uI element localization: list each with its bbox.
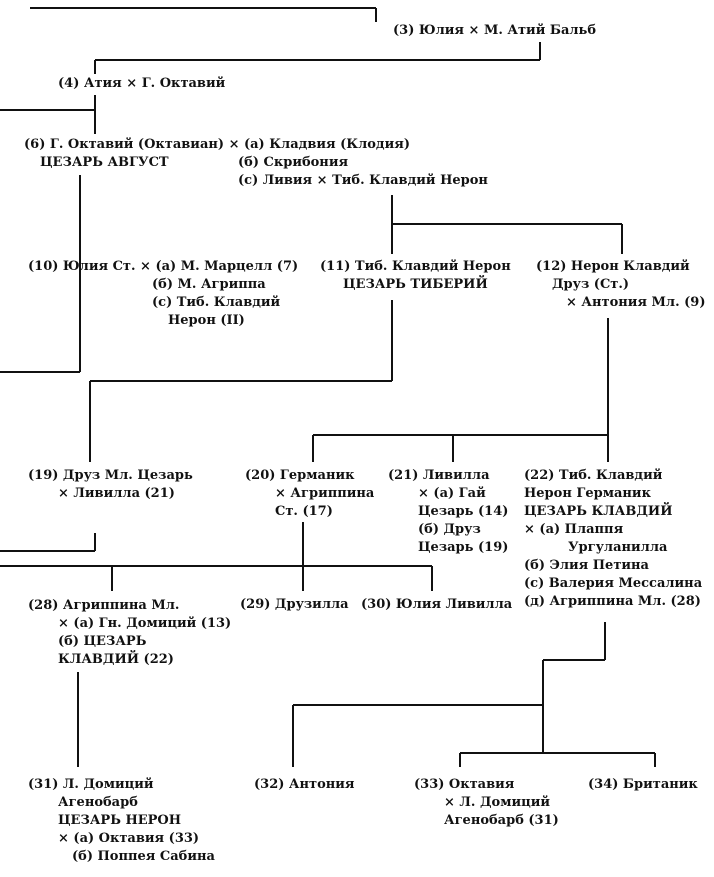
node-line: × Антония Мл. (9) xyxy=(566,295,706,310)
node-line: (31) Л. Домиций xyxy=(28,777,154,792)
node-line: (б) Друз xyxy=(418,522,481,537)
node-line: Нерон (II) xyxy=(168,313,245,328)
node-line: (12) Нерон Клавдий xyxy=(536,259,690,274)
node-line: (28) Агриппина Мл. xyxy=(28,598,180,613)
node-line: (с) Тиб. Клавдий xyxy=(152,295,281,310)
node-line: (6) Г. Октавий (Октавиан) × (а) Кладвия … xyxy=(24,137,410,152)
node-line: ЦЕЗАРЬ ТИБЕРИЙ xyxy=(342,277,488,292)
person-33-octavia: (33) Октавия × Л. Домиций Агенобарб (31) xyxy=(414,776,559,830)
person-32-antonia: (32) Антония xyxy=(254,776,355,794)
node-line: (б) М. Агриппа xyxy=(152,277,266,292)
node-line: Ст. (17) xyxy=(275,504,333,519)
node-line: × (а) Октавия (33) xyxy=(58,831,200,846)
node-line: × Агриппина xyxy=(275,486,375,501)
person-31-nero: (31) Л. Домиций Агенобарб ЦЕЗАРЬ НЕРОН ×… xyxy=(28,776,215,866)
person-28-agrippina-younger: (28) Агриппина Мл. × (а) Гн. Домиций (13… xyxy=(28,597,231,669)
node-line: Агенобарб xyxy=(58,795,138,810)
node-line: ЦЕЗАРЬ НЕРОН xyxy=(58,813,182,828)
node-line: (33) Октавия xyxy=(414,777,515,792)
node-line: (34) Британик xyxy=(588,777,698,792)
person-22-claudius: (22) Тиб. Клавдий Нерон Германик ЦЕЗАРЬ … xyxy=(524,467,702,611)
node-line: (30) Юлия Ливилла xyxy=(361,597,513,612)
person-11-tiberius: (11) Тиб. Клавдий Нерон ЦЕЗАРЬ ТИБЕРИЙ xyxy=(320,258,511,294)
person-20-germanicus: (20) Германик × Агриппина Ст. (17) xyxy=(245,467,374,521)
node-line: (19) Друз Мл. Цезарь xyxy=(28,468,193,483)
node-line: × Ливилла (21) xyxy=(58,486,175,501)
person-21-livilla: (21) Ливилла × (а) Гай Цезарь (14) (б) Д… xyxy=(388,467,508,557)
person-29-drusilla: (29) Друзилла xyxy=(240,596,349,614)
person-4-atia: (4) Атия × Г. Октавий xyxy=(58,75,225,93)
node-line: (22) Тиб. Клавдий xyxy=(524,468,663,483)
node-line: (29) Друзилла xyxy=(240,597,349,612)
node-line: КЛАВДИЙ (22) xyxy=(58,652,174,667)
node-line: × (а) Плаппя xyxy=(524,522,624,537)
node-line: × Л. Домиций xyxy=(444,795,551,810)
person-34-britannicus: (34) Британик xyxy=(588,776,698,794)
node-line: (10) Юлия Ст. × (а) М. Марцелл (7) xyxy=(28,259,299,274)
node-line: (4) Атия × Г. Октавий xyxy=(58,76,226,91)
node-line: × (а) Гн. Домиций (13) xyxy=(58,616,232,631)
node-line: Цезарь (19) xyxy=(418,540,509,555)
node-line: Друз (Ст.) xyxy=(552,277,630,292)
person-12-drusus-elder: (12) Нерон Клавдий Друз (Ст.) × Антония … xyxy=(536,258,706,312)
node-line: (с) Ливия × Тиб. Клавдий Нерон xyxy=(238,173,488,188)
node-line: (б) Элия Петина xyxy=(524,558,649,573)
node-line: (б) ЦЕЗАРЬ xyxy=(58,634,147,649)
node-line: (20) Германик xyxy=(245,468,355,483)
node-line: Нерон Германик xyxy=(524,486,651,501)
node-line: Цезарь (14) xyxy=(418,504,509,519)
node-line: × (а) Гай xyxy=(418,486,486,501)
node-line: (3) Юлия × М. Атий Бальб xyxy=(393,23,597,38)
person-19-drusus-minor: (19) Друз Мл. Цезарь × Ливилла (21) xyxy=(28,467,193,503)
person-10-julia-elder: (10) Юлия Ст. × (а) М. Марцелл (7) xyxy=(28,258,298,276)
node-line: ЦЕЗАРЬ КЛАВДИЙ xyxy=(524,504,673,519)
person-6-augustus: (6) Г. Октавий (Октавиан) × (а) Кладвия … xyxy=(24,136,410,172)
node-line: (с) Валерия Мессалина xyxy=(524,576,703,591)
person-6-spouses: (б) Скрибония (с) Ливия × Тиб. Клавдий Н… xyxy=(238,154,488,190)
person-30-julia-livilla: (30) Юлия Ливилла xyxy=(361,596,512,614)
node-line: Ургуланилла xyxy=(568,540,668,555)
person-3-julia: (3) Юлия × М. Атий Бальб xyxy=(393,22,596,40)
node-line: (б) Скрибония xyxy=(238,155,349,170)
node-line: (32) Антония xyxy=(254,777,355,792)
node-line: (11) Тиб. Клавдий Нерон xyxy=(320,259,511,274)
person-10-spouses: (б) М. Агриппа (с) Тиб. Клавдий Нерон (I… xyxy=(152,276,280,330)
node-line: (д) Агриппина Мл. (28) xyxy=(524,594,701,609)
node-line: Агенобарб (31) xyxy=(444,813,559,828)
node-line: (21) Ливилла xyxy=(388,468,490,483)
node-line: ЦЕЗАРЬ АВГУСТ xyxy=(40,155,169,170)
node-line: (б) Поппея Сабина xyxy=(72,849,215,864)
